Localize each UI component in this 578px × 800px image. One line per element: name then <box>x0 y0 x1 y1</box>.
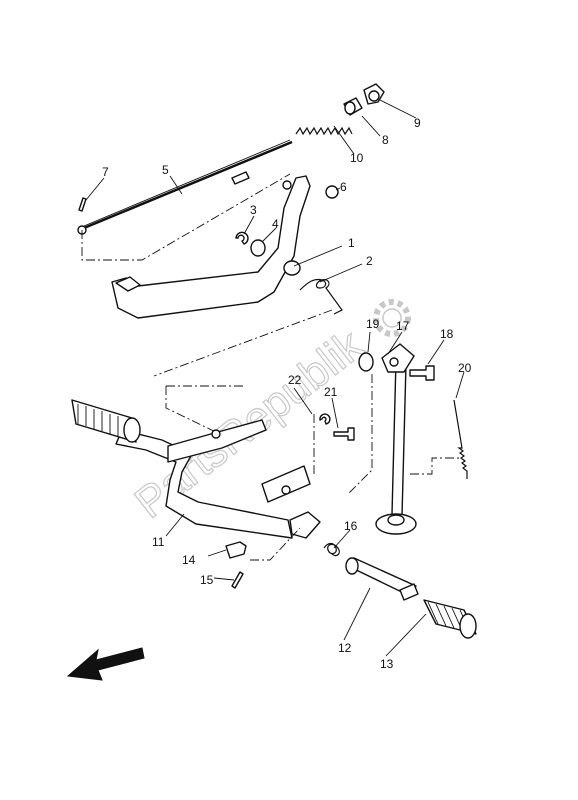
part-footrest-rubber-right <box>423 599 477 639</box>
callout-13: 13 <box>380 657 394 671</box>
footrest-rubber-left <box>71 399 141 443</box>
callout-2: 2 <box>366 254 373 268</box>
callout-17: 17 <box>396 319 410 333</box>
assembly-line <box>165 386 221 435</box>
callout-20: 20 <box>458 361 472 375</box>
part-small-spring <box>323 542 340 557</box>
callout-18: 18 <box>440 327 454 341</box>
leader-lines <box>85 99 465 657</box>
part-brake-rod <box>77 139 293 235</box>
callout-6: 6 <box>340 180 347 194</box>
part-spring-rod <box>295 126 353 136</box>
part-washer <box>250 239 266 257</box>
callout-15: 15 <box>200 573 214 587</box>
part-wing-nut <box>363 83 385 105</box>
part-brake-pedal <box>111 175 311 319</box>
part-pin <box>225 541 247 559</box>
callout-11: 11 <box>152 535 165 549</box>
assembly-line <box>153 309 333 377</box>
callout-10: 10 <box>350 151 364 165</box>
callout-4: 4 <box>272 217 279 231</box>
part-bolt-small <box>333 427 355 441</box>
gear-icon <box>373 299 411 337</box>
part-side-stand <box>375 343 417 535</box>
assembly-line <box>250 527 301 561</box>
part-bolt <box>409 365 435 381</box>
part-circlip <box>235 231 249 245</box>
callout-1: 1 <box>348 236 355 250</box>
callout-9: 9 <box>414 116 421 130</box>
part-return-spring <box>299 278 343 315</box>
part-joint <box>343 97 363 116</box>
callout-7: 7 <box>102 165 109 179</box>
part-cotter-pin <box>78 197 87 212</box>
part-stand-spring <box>453 399 468 479</box>
part-bushing <box>358 352 374 372</box>
callout-19: 19 <box>366 317 380 331</box>
callout-8: 8 <box>382 133 389 147</box>
callout-22: 22 <box>288 373 302 387</box>
part-circlip-small <box>319 413 331 425</box>
callout-21: 21 <box>324 385 338 399</box>
assembly-line <box>81 173 291 261</box>
callout-16: 16 <box>344 519 358 533</box>
part-washer-small <box>325 185 339 199</box>
part-cotter-pin-small <box>231 571 244 589</box>
callout-labels: 1 2 3 4 5 6 7 8 9 10 11 12 13 14 15 16 1… <box>102 116 472 671</box>
callout-3: 3 <box>250 203 257 217</box>
callout-5: 5 <box>162 163 169 177</box>
part-footrest-shaft <box>345 557 419 601</box>
callout-12: 12 <box>338 641 352 655</box>
callout-14: 14 <box>182 553 196 567</box>
front-direction-arrow-icon <box>66 647 145 681</box>
assembly-line <box>410 457 462 475</box>
